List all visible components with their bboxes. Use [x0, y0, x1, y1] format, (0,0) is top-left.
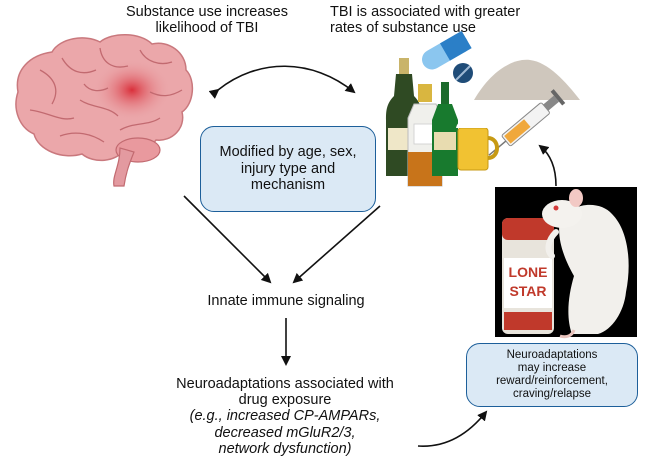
arrow-bidirectional [208, 65, 356, 99]
neuro-italic-line: network dysfunction) [218, 440, 352, 457]
beer-mug-icon [456, 118, 499, 171]
rat-icon [542, 189, 629, 339]
arrows [183, 65, 557, 447]
label-innate-immune: Innate immune signaling [207, 293, 365, 309]
can-label-line1: LONE [509, 264, 548, 280]
beer-can-icon: LONE STAR [502, 218, 554, 334]
substances-illustration [386, 30, 580, 187]
modifier-line: injury type and [240, 160, 336, 177]
neuro-line: Neuroadaptations associated with [176, 376, 394, 392]
arrow-neuro-to-box [417, 410, 488, 447]
rat-photo: LONE STAR [495, 187, 637, 339]
neuro-italic-line: (e.g., increased CP-AMPARs, [189, 408, 381, 425]
arrow-rat-to-syringe [538, 144, 557, 187]
label-substance-increases-tbi: Substance use increases likelihood of TB… [92, 4, 322, 36]
bottle-icon [432, 82, 458, 176]
modifier-box: Modified by age, sex, injury type and me… [200, 126, 376, 212]
neuro-italic-line: decreased mGluR2/3, [214, 424, 356, 441]
label-line: Substance use increases [125, 4, 288, 20]
label-line: rates of substance use [330, 20, 476, 37]
pill-icon [453, 63, 473, 83]
can-label-line2: STAR [509, 283, 546, 299]
brain-illustration [15, 34, 194, 187]
capsule-icon [422, 30, 472, 70]
modifier-line: mechanism [250, 177, 326, 194]
label-line: likelihood of TBI [155, 20, 259, 37]
arrow-brain-to-immune [183, 195, 272, 284]
rat-box-line: Neuroadaptations [506, 349, 598, 362]
rat-box-line: reward/reinforcement, [496, 375, 608, 387]
neuro-line: drug exposure [238, 392, 332, 409]
modifier-line: Modified by age, sex, [219, 143, 357, 160]
label-line: TBI is associated with greater [330, 4, 521, 20]
label-neuroadaptations: Neuroadaptations associated with drug ex… [150, 376, 420, 457]
rat-box-line: may increase [517, 362, 587, 375]
label-tbi-associated-substance: TBI is associated with greater rates of … [330, 4, 540, 36]
arrow-substances-to-immune [292, 205, 381, 284]
powder-icon [474, 59, 580, 100]
rat-box-line: craving/relapse [513, 387, 591, 400]
rat-outcome-box: Neuroadaptations may increase reward/rei… [466, 343, 638, 407]
syringe-icon [488, 89, 566, 156]
